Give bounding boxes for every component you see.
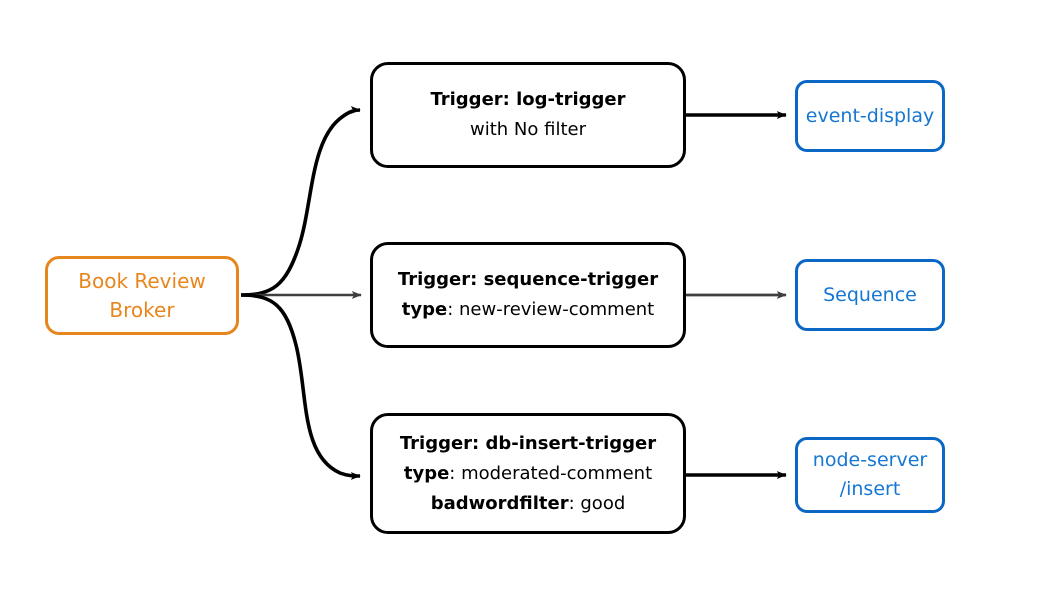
node-sequence[interactable]: Sequence (795, 259, 945, 331)
node-trigger-sequence-trigger[interactable]: Trigger: sequence-trigger type: new-revi… (370, 242, 686, 348)
target-label-line: Sequence (823, 283, 917, 306)
edge-broker-to-db-insert-trigger (240, 293, 361, 480)
node-node-server-insert[interactable]: node-server /insert (795, 437, 945, 513)
broker-label-line-1: Book Review (78, 268, 206, 293)
target-label-line: event-display (805, 104, 935, 127)
trigger-line: type: moderated-comment (404, 459, 652, 489)
target-label-line: /insert (839, 478, 901, 500)
broker-label-line-2: Broker (109, 297, 175, 322)
trigger-line: Trigger: sequence-trigger (398, 265, 658, 295)
target-label-line: node-server (812, 449, 928, 471)
trigger-line-bold: badwordfilter (430, 492, 569, 514)
trigger-line-rest: : moderated-comment (449, 462, 653, 484)
trigger-line: badwordfilter: good (431, 489, 626, 519)
trigger-line-bold: type (401, 299, 448, 320)
trigger-line-bold: Trigger: db-insert-trigger (399, 432, 657, 454)
edge-broker-to-log-trigger (240, 106, 361, 297)
trigger-line-rest: : new-review-comment (447, 299, 655, 320)
trigger-line-bold: Trigger: log-trigger (430, 89, 626, 110)
trigger-line-bold: Trigger: sequence-trigger (397, 269, 659, 290)
trigger-line-rest: with No filter (470, 119, 586, 140)
node-trigger-log-trigger[interactable]: Trigger: log-trigger with No filter (370, 62, 686, 168)
node-event-display[interactable]: event-display (795, 80, 945, 152)
trigger-line-bold: type (403, 462, 450, 484)
node-book-review-broker[interactable]: Book Review Broker (45, 256, 239, 335)
node-trigger-db-insert-trigger[interactable]: Trigger: db-insert-trigger type: moderat… (370, 413, 686, 534)
trigger-line: with No filter (470, 115, 586, 145)
trigger-line: type: new-review-comment (402, 295, 654, 325)
trigger-line: Trigger: log-trigger (430, 85, 625, 115)
trigger-line: Trigger: db-insert-trigger (400, 429, 656, 459)
trigger-line-rest: : good (568, 492, 626, 514)
